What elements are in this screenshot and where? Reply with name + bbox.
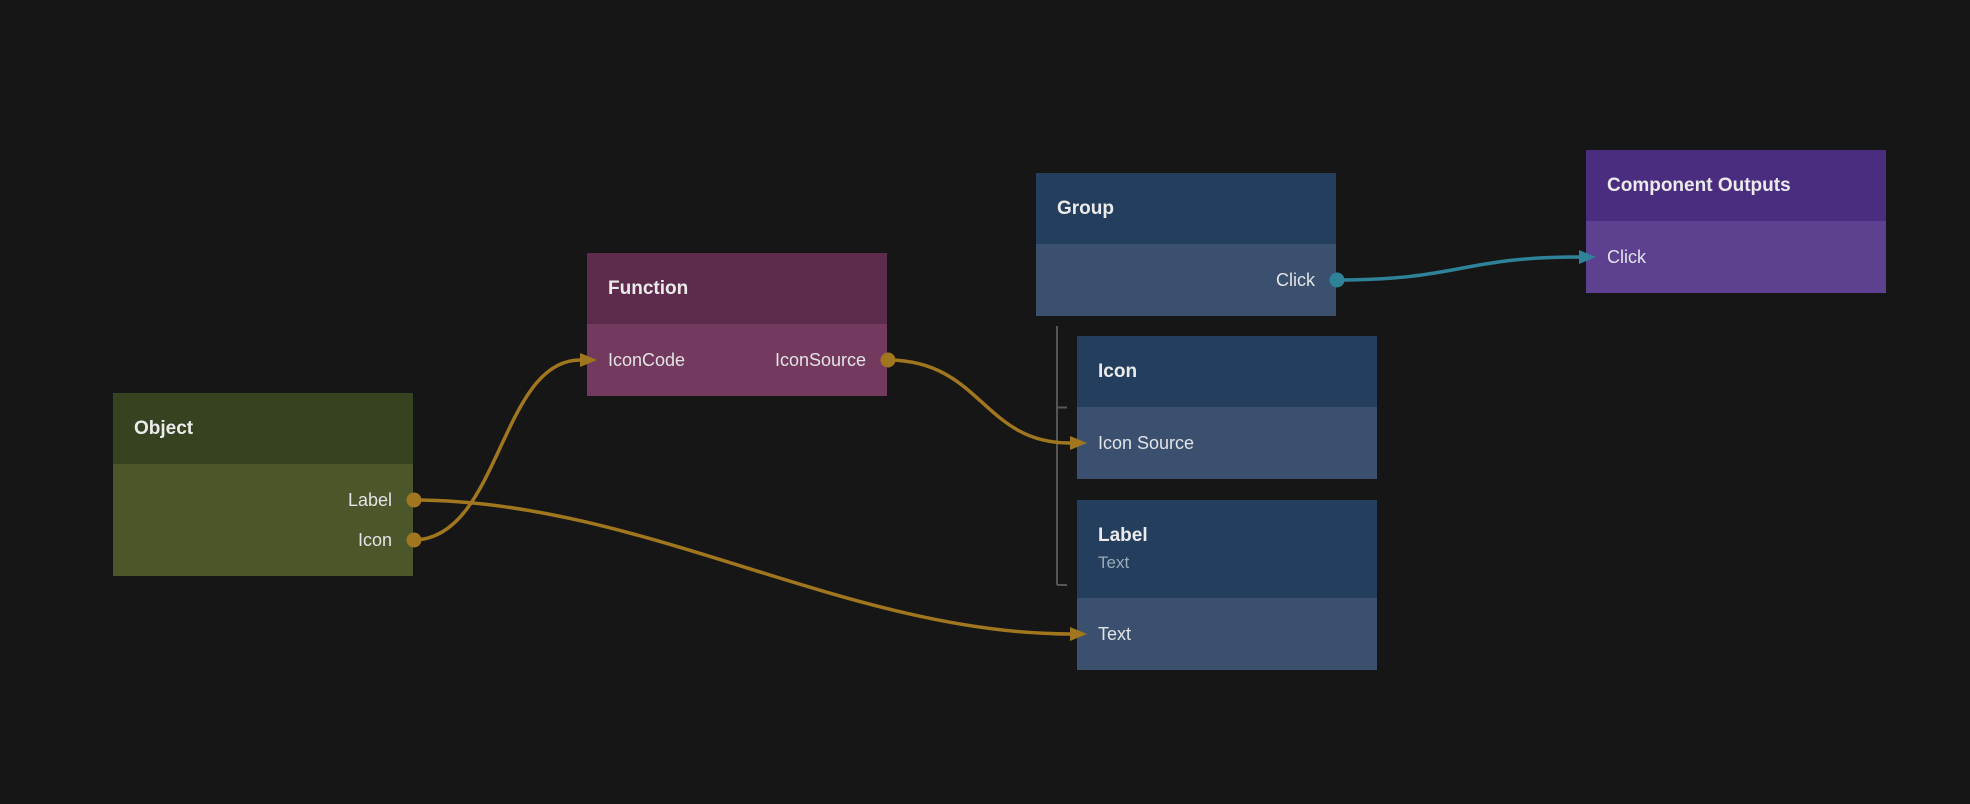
node-component-outputs[interactable]: Component Outputs Click <box>1586 150 1886 293</box>
port-row: Click <box>1586 237 1886 277</box>
node-group-body: Click <box>1036 244 1336 316</box>
node-component-outputs-header: Component Outputs <box>1586 150 1886 221</box>
edge-object-label-to-label-text[interactable] <box>412 498 1071 636</box>
node-label-body: Text <box>1077 598 1377 670</box>
node-subtitle: Text <box>1098 553 1130 572</box>
port-row: Click <box>1036 260 1336 300</box>
output-port-iconsource[interactable]: IconSource <box>774 349 866 370</box>
node-title: Object <box>134 417 194 439</box>
port-row: Icon <box>113 520 413 560</box>
node-icon-body: Icon Source <box>1077 407 1377 479</box>
port-row: Icon Source <box>1077 423 1377 463</box>
node-title: Function <box>608 277 689 299</box>
node-title: Group <box>1057 197 1114 219</box>
node-title: Component Outputs <box>1607 174 1791 196</box>
node-icon-header: Icon <box>1077 336 1377 407</box>
port-row: Text <box>1077 614 1377 654</box>
output-port-label[interactable]: Label <box>347 489 392 510</box>
node-object[interactable]: Object Label Icon <box>113 393 413 576</box>
node-icon[interactable]: Icon Icon Source <box>1077 336 1377 479</box>
node-object-body: Label Icon <box>113 464 413 576</box>
node-function-body: IconCode IconSource <box>587 324 887 396</box>
input-port-icon-source[interactable]: Icon Source <box>1098 432 1195 453</box>
node-group[interactable]: Group Click <box>1036 173 1336 316</box>
node-label-header: Label Text <box>1077 500 1377 598</box>
input-port-iconcode[interactable]: IconCode <box>608 349 686 370</box>
node-component-outputs-body: Click <box>1586 221 1886 293</box>
node-object-header: Object <box>113 393 413 464</box>
node-function-header: Function <box>587 253 887 324</box>
node-title: Label <box>1098 525 1148 546</box>
input-port-click[interactable]: Click <box>1607 246 1646 267</box>
output-port-icon[interactable]: Icon <box>357 529 392 550</box>
input-port-text[interactable]: Text <box>1098 623 1132 644</box>
edge-object-icon-to-function-iconcode[interactable] <box>412 358 581 542</box>
edge-function-iconsource-to-icon-icon-source[interactable] <box>886 358 1071 445</box>
output-port-click[interactable]: Click <box>1276 269 1315 290</box>
node-function[interactable]: Function IconCode IconSource <box>587 253 887 396</box>
port-row: Label <box>113 480 413 520</box>
node-label[interactable]: Label Text Text <box>1077 500 1377 670</box>
node-group-header: Group <box>1036 173 1336 244</box>
node-title: Icon <box>1098 360 1138 382</box>
port-row: IconCode IconSource <box>587 340 887 380</box>
edge-group-click-to-component-outputs-click[interactable] <box>1335 255 1580 282</box>
